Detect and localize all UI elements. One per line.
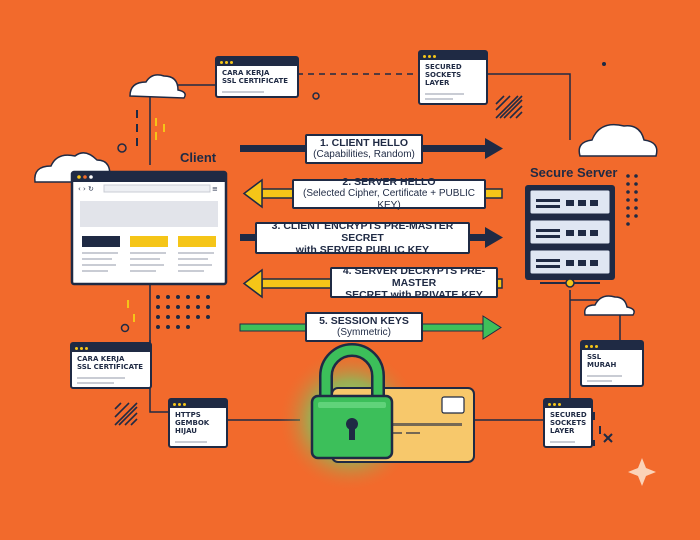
step-3-box: 3. CLIENT ENCRYPTS PRE-MASTER SECRET wit… [255, 220, 470, 256]
note-right-mid-text: SSL MURAH [587, 353, 617, 369]
tick-marks-yellow [127, 118, 165, 322]
window-titlebar [420, 52, 486, 60]
note-top-left-text: CARA KERJA SSL CERTIFICATE [222, 69, 288, 85]
step-5-subtitle: (Symmetric) [337, 327, 391, 338]
cloud-icon [129, 74, 186, 99]
step-2-box: 2. SERVER HELLO (Selected Cipher, Certif… [292, 176, 486, 211]
note-top-right-text: SECURED SOCKETS LAYER [425, 63, 462, 87]
step-4-subtitle: SECRET with PRIVATE KEY [345, 288, 483, 301]
step-3-title: 3. CLIENT ENCRYPTS PRE-MASTER SECRET [271, 220, 454, 244]
window-titlebar [545, 400, 591, 408]
step-4-title: 4. SERVER DECRYPTS PRE-MASTER [342, 264, 486, 289]
window-titlebar [217, 58, 297, 66]
dot-grid-right [626, 174, 638, 226]
window-titlebar [582, 342, 642, 350]
hatch-top-right [495, 95, 523, 119]
cloud-icon [578, 123, 658, 157]
step-1-box: 1. CLIENT HELLO (Capabilities, Random) [305, 134, 423, 164]
connector-lines [149, 73, 621, 421]
note-bottom-left: HTTPS GEMBOK HIJAU [168, 398, 228, 448]
step-1-title: 1. CLIENT HELLO [319, 137, 409, 149]
step-3-subtitle: with SERVER PUBLIC KEY [295, 244, 430, 256]
step-5-title: 5. SESSION KEYS [319, 315, 409, 327]
note-mid-left-text: CARA KERJA SSL CERTIFICATE [77, 355, 143, 371]
step-4-box: 4. SERVER DECRYPTS PRE-MASTER SECRET wit… [330, 264, 498, 301]
note-bottom-right: SECURED SOCKETS LAYER [543, 398, 593, 448]
svg-text:‹ › ↻: ‹ › ↻ [78, 185, 94, 193]
window-titlebar [72, 344, 150, 352]
note-right-mid: SSL MURAH [580, 340, 644, 387]
note-top-right: SECURED SOCKETS LAYER [418, 50, 488, 105]
window-titlebar [170, 400, 226, 408]
sparkle-icon [628, 458, 656, 486]
step-2-title: 2. SERVER HELLO [342, 176, 436, 188]
step-2-subtitle: (Selected Cipher, Certificate + PUBLIC K… [302, 188, 476, 211]
dot-accent [602, 62, 606, 66]
client-label: Client [180, 150, 217, 165]
lock-icon [310, 343, 394, 460]
note-top-left: CARA KERJA SSL CERTIFICATE [215, 56, 299, 98]
cloud-icon [583, 295, 635, 316]
step-1-subtitle: (Capabilities, Random) [313, 149, 415, 160]
server-label: Secure Server [530, 165, 618, 180]
browser-window-icon: ‹ › ↻ ≡ [70, 170, 228, 286]
note-bottom-left-text: HTTPS GEMBOK HIJAU [175, 411, 210, 435]
step-5-box: 5. SESSION KEYS (Symmetric) [305, 312, 423, 342]
svg-text:≡: ≡ [212, 185, 218, 193]
tick-marks-right [593, 412, 613, 446]
server-rack-icon [525, 185, 615, 288]
ring-accent [312, 92, 320, 100]
diamond-accent [117, 143, 127, 153]
note-bottom-right-text: SECURED SOCKETS LAYER [550, 411, 587, 435]
dot-grid-left [156, 295, 210, 329]
note-mid-left: CARA KERJA SSL CERTIFICATE [70, 342, 152, 389]
hatch-bottom-left [114, 402, 138, 426]
ring-accent [120, 323, 130, 333]
